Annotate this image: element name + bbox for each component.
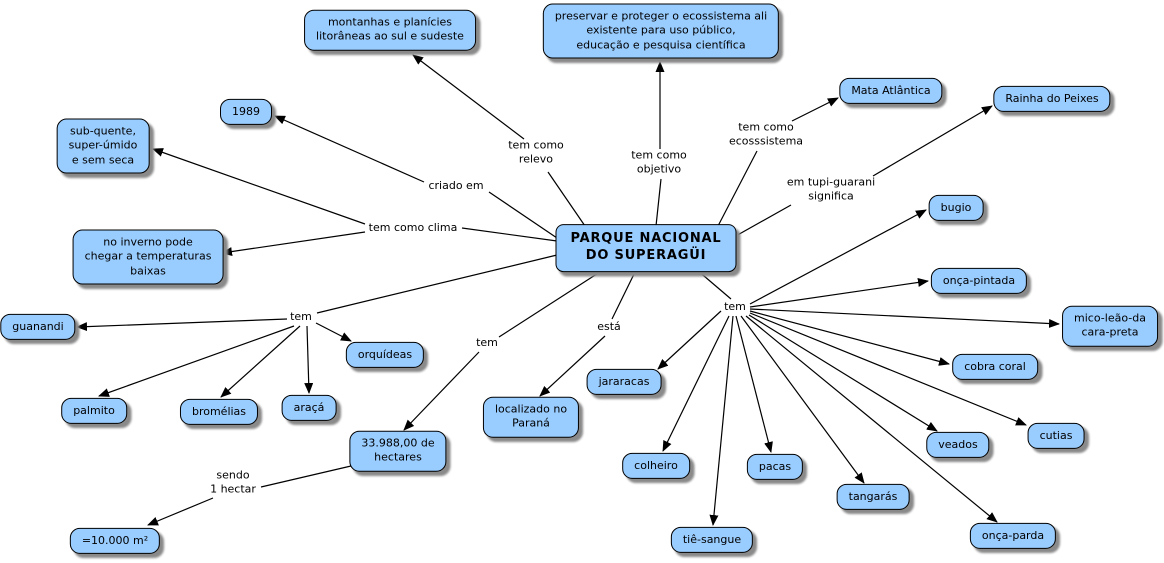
connector-line (488, 191, 558, 239)
connector-line (316, 254, 558, 314)
connector-line (872, 105, 993, 177)
concept-node-dez-mil-m2[interactable]: =10.000 m² (69, 527, 161, 555)
connector-line (709, 315, 734, 526)
link-label-sendo-1-hectar[interactable]: sendo 1 hectar (210, 468, 256, 496)
connector-line (717, 150, 758, 227)
link-label-tem-plantas[interactable]: tem (290, 309, 312, 323)
connector-line (740, 315, 865, 484)
connector-line (791, 97, 839, 122)
connector-line (745, 315, 998, 523)
connector-line (147, 497, 214, 526)
concept-node-rainha-peixes[interactable]: Rainha do Peixes (993, 85, 1111, 113)
connector-line (749, 310, 950, 366)
connector-line (662, 315, 730, 452)
connector-line (749, 308, 1060, 329)
concept-node-inverno[interactable]: no inverno pode chegar a temperaturas ba… (72, 229, 224, 285)
concept-node-bugio[interactable]: bugio (928, 194, 984, 222)
concept-node-pacas[interactable]: pacas (746, 453, 804, 481)
connector-line (304, 325, 314, 394)
link-label-tem-como-objetivo[interactable]: tem como objetivo (631, 148, 687, 176)
concept-node-montanhas[interactable]: montanhas e planícies litorâneas ao sul … (304, 9, 476, 51)
connector-line (547, 171, 586, 227)
concept-node-orquideas[interactable]: orquídeas (345, 341, 425, 369)
concept-node-cutias[interactable]: cutias (1027, 422, 1085, 450)
concept-node-cobra-coral[interactable]: cobra coral (952, 353, 1038, 381)
concept-node-ano-1989[interactable]: 1989 (220, 98, 272, 126)
concept-node-sub-quente[interactable]: sub-quente, super-úmido e sem seca (56, 118, 150, 174)
connector-line (274, 115, 425, 183)
connector-line (611, 269, 637, 320)
concept-node-colheiro[interactable]: colheiro (622, 452, 690, 480)
concept-node-hectares[interactable]: 33.988,00 de hectares (349, 430, 447, 472)
link-label-esta[interactable]: está (597, 319, 621, 333)
concept-node-veados[interactable]: veados (926, 431, 990, 459)
connector-line (260, 465, 352, 488)
connector-line (98, 325, 295, 397)
link-label-tem-animais[interactable]: tem (724, 299, 746, 313)
connector-line (498, 269, 604, 338)
concept-node-onca-pintada[interactable]: onça-pintada (930, 267, 1028, 295)
connector-line (412, 54, 525, 140)
connector-line (749, 312, 1027, 426)
link-label-tem-como-ecossistema[interactable]: tem como ecosssistema (728, 120, 804, 148)
concept-node-preservar[interactable]: preservar e proteger o ecossistema ali e… (542, 3, 780, 59)
concept-node-tangaras[interactable]: tangarás (836, 483, 910, 511)
connector-line (221, 231, 366, 256)
link-label-tem-como-relevo[interactable]: tem como relevo (508, 138, 564, 166)
concept-node-guanandi[interactable]: guanandi (0, 313, 76, 341)
connector-line (749, 209, 927, 305)
connector-line (657, 310, 722, 370)
connector-line (735, 315, 773, 453)
link-label-tem-como-clima[interactable]: tem como clima (368, 220, 458, 234)
connector-line (315, 322, 352, 342)
link-label-em-tupi-guarani[interactable]: em tupi-guarani significa (786, 175, 876, 203)
connector-line (749, 277, 929, 308)
connector-line (461, 227, 558, 242)
concept-node-onca-parda[interactable]: onça-parda (969, 522, 1057, 550)
connector-line (696, 269, 732, 300)
concept-node-mata-atlantica[interactable]: Mata Atlântica (839, 77, 943, 105)
connector-line (748, 314, 938, 432)
concept-node-localizado[interactable]: localizado no Paraná (482, 396, 580, 438)
concept-node-jararacas[interactable]: jararacas (586, 368, 662, 396)
concept-node-araca[interactable]: araçá (281, 394, 337, 422)
link-label-tem-area[interactable]: tem (476, 335, 498, 349)
connector-line (733, 204, 792, 238)
concept-node-palmito[interactable]: palmito (61, 397, 127, 425)
concept-node-mico-leao[interactable]: mico-leão-da cara-preta (1062, 305, 1158, 347)
connector-line (655, 178, 662, 227)
link-label-criado-em[interactable]: criado em (428, 178, 484, 192)
concept-node-bromelias[interactable]: bromélias (179, 398, 259, 426)
connector-line (76, 318, 288, 332)
connector-line (152, 148, 366, 225)
concept-node-central[interactable]: PARQUE NACIONAL DO SUPERAGÜI (555, 224, 737, 272)
concept-node-tie-sangue[interactable]: tiê-sangue (670, 526, 754, 554)
connector-line (539, 335, 606, 397)
connector-line (220, 325, 301, 398)
connector-line (403, 351, 480, 431)
